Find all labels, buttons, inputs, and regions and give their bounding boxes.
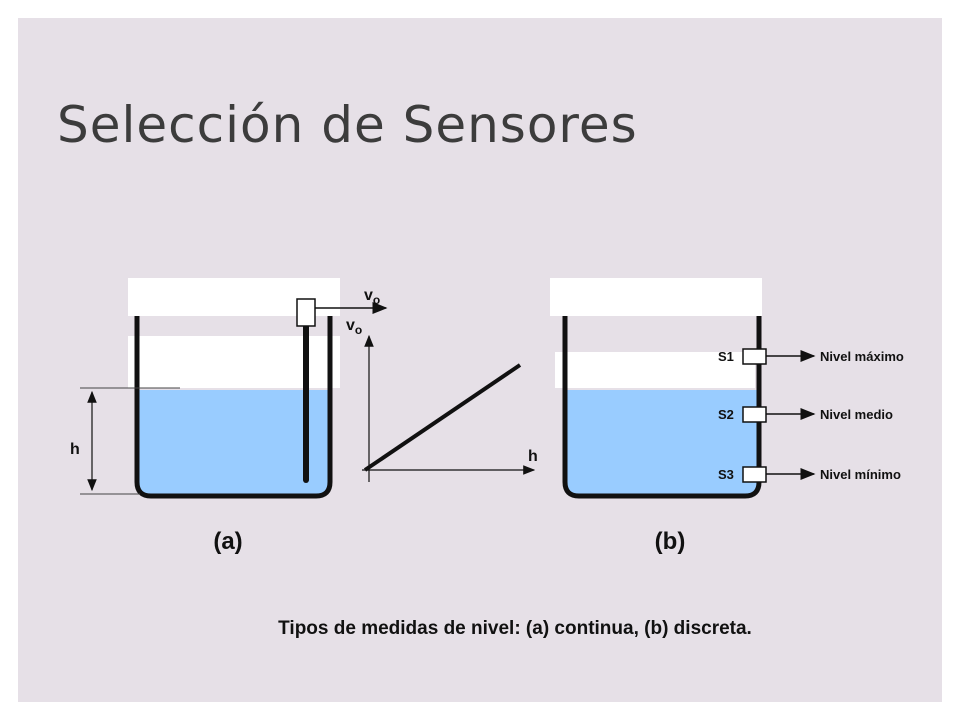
tank-b-water [565,390,759,496]
panel-a-label: (a) [213,528,242,555]
graph-x-label: h [528,448,538,465]
probe-transmitter [296,298,316,327]
panel-b-label: (b) [655,528,686,555]
tank-b-top-panel [550,278,762,316]
output-graph: vo h [346,317,538,482]
sensor-s3-output: Nivel mínimo [820,467,901,482]
graph-response-line [363,363,522,472]
sensor-s3-id: S3 [718,467,734,482]
sensor-s2-id: S2 [718,407,734,422]
tank-b: S1 Nivel máximo S2 Nivel medio S3 Nivel … [550,278,904,555]
tank-a-water [137,390,330,496]
height-label: h [70,441,80,458]
tank-b-mid-panel [555,352,755,388]
figure-caption: Tipos de medidas de nivel: (a) continua,… [278,618,752,639]
tank-a-wall [134,316,333,499]
graph-y-label: vo [346,317,362,337]
sensor-s2-box [742,406,767,423]
tank-b-wall [562,316,762,499]
sensor-s1-box [742,348,767,365]
sensor-s2-output: Nivel medio [820,407,893,422]
output-label: vo [364,287,380,307]
sensor-s3: S3 Nivel mínimo [718,466,901,483]
sensor-s1: S1 Nivel máximo [718,348,904,365]
sensor-s1-id: S1 [718,349,734,364]
sensor-s2: S2 Nivel medio [718,406,893,423]
tank-a: vo h (a) [70,278,388,555]
sensor-s1-output: Nivel máximo [820,349,904,364]
sensor-s3-box [742,466,767,483]
slide-title: Selección de Sensores [57,96,638,154]
